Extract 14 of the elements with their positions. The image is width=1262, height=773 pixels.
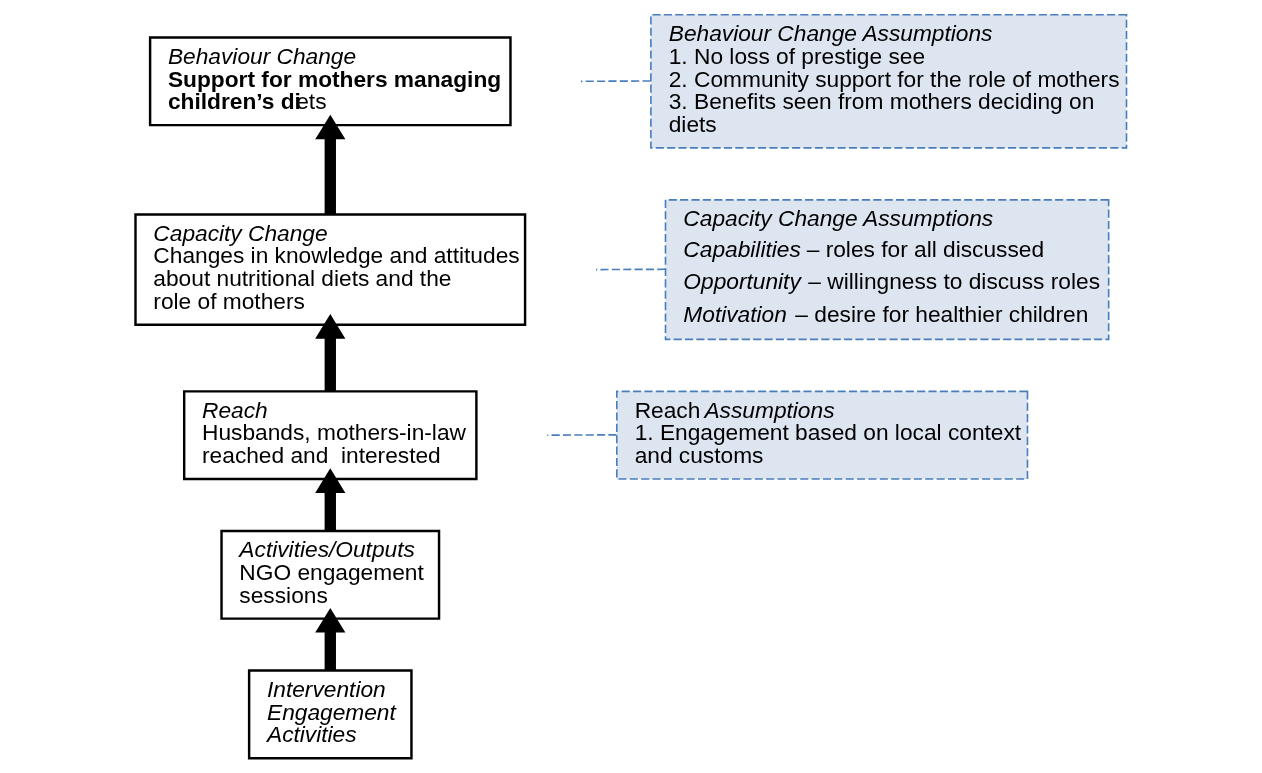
node-box: Behaviour Change Assumptions 1. No loss of prestige see 2. Community support for the role of mothers 3. Benefits seen from mothers deciding on diets: [650, 13, 1128, 149]
node-box: Activities/Outputs NGO engagement sessions: [220, 529, 441, 620]
arrow: [315, 114, 346, 214]
arrow: [315, 607, 346, 671]
node-box: Intervention Engagement Activities: [247, 669, 413, 760]
node-box: Capacity Change Assumptions Capabilities – roles for all discussed Opportunity – willingness to discuss roles Motivation – desire for healthier children: [664, 199, 1110, 341]
arrow: [315, 468, 346, 531]
connector: [580, 80, 652, 83]
node-box: Reach Husbands, mothers-in-law reached and interested: [182, 390, 478, 481]
connector: [546, 434, 618, 436]
node-box: Capacity Change Changes in knowledge and attitudes about nutritional diets and the role of mothers: [134, 213, 527, 327]
arrow: [315, 314, 346, 392]
node-box: Reach Assumptions 1. Engagement based on local context and customs: [616, 390, 1029, 480]
connector: [595, 268, 667, 271]
